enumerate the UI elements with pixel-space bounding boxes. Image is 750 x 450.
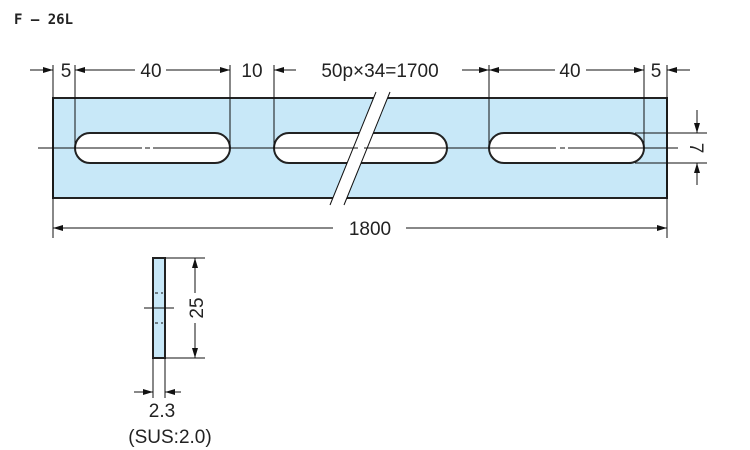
dim-left-margin: 5 xyxy=(61,61,72,82)
dim-slot-length-right: 40 xyxy=(559,61,580,82)
dim-slot-length-left: 40 xyxy=(140,61,161,82)
dim-thickness: 2.3 xyxy=(149,401,175,422)
plate-side-view: 25 2.3 (SUS:2.0) xyxy=(128,257,212,448)
plate-front-view xyxy=(38,91,678,206)
break-gap xyxy=(330,92,390,205)
extension-lines xyxy=(52,65,707,238)
dim-thickness-note: (SUS:2.0) xyxy=(128,427,211,448)
slot-width-dimension: 7 xyxy=(685,110,706,185)
dim-gap: 10 xyxy=(241,61,262,82)
dim-right-margin: 5 xyxy=(651,61,662,82)
total-length-dimension: 1800 xyxy=(53,219,667,240)
part-title: F — 26L xyxy=(14,12,73,28)
top-dimensions: 5 40 10 50p×34=1700 40 5 xyxy=(30,61,690,82)
dim-pitch: 50p×34=1700 xyxy=(321,61,438,82)
dim-slot-width: 7 xyxy=(685,143,706,154)
dim-height: 25 xyxy=(187,297,208,318)
dim-total-length: 1800 xyxy=(349,219,391,240)
